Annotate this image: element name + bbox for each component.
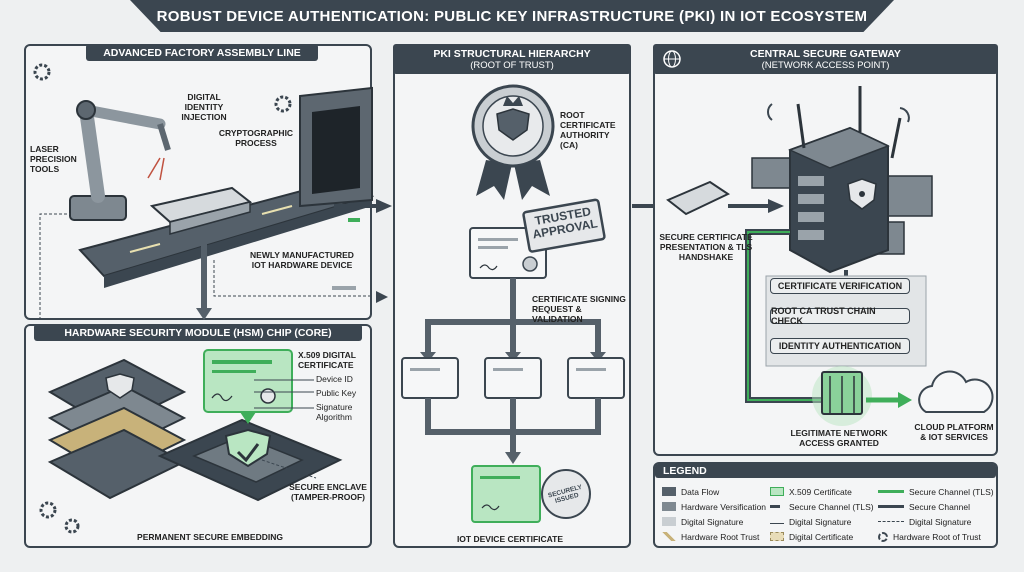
legend-label: Secure Channel (TLS) bbox=[789, 501, 874, 512]
legend-item: Digital Certificate bbox=[770, 529, 880, 544]
gear-icon bbox=[878, 531, 888, 542]
line-icon bbox=[878, 490, 904, 493]
legend-label: Secure Channel (TLS) bbox=[909, 486, 994, 497]
device-cert-icon bbox=[471, 465, 541, 523]
gateway-header: CENTRAL SECURE GATEWAY (NETWORK ACCESS P… bbox=[653, 44, 998, 74]
step-certificate-verification: CERTIFICATE VERIFICATION bbox=[770, 278, 910, 294]
swatch-icon bbox=[662, 517, 676, 526]
legend-item: Digital Signature bbox=[878, 514, 996, 529]
legend-title: LEGEND bbox=[663, 465, 707, 477]
swatch-icon bbox=[770, 532, 784, 541]
cloud-label: CLOUD PLATFORM & IOT SERVICES bbox=[914, 422, 994, 442]
signature-icon bbox=[770, 519, 784, 524]
legend-item: X.509 Certificate bbox=[770, 484, 880, 499]
swatch-icon bbox=[662, 502, 676, 511]
legend-item: Digital Signature bbox=[662, 514, 772, 529]
legend-item: Digital Signature bbox=[770, 514, 880, 529]
wifi-icon bbox=[899, 107, 910, 123]
trusted-stamp bbox=[522, 198, 606, 253]
pki-header: PKI STRUCTURAL HIERARCHY (ROOT OF TRUST) bbox=[393, 44, 631, 74]
legend-header: LEGEND bbox=[655, 464, 996, 478]
step-identity-auth: IDENTITY AUTHENTICATION bbox=[770, 338, 910, 354]
legend-label: Hardware Root Trust bbox=[681, 531, 760, 542]
laser-tools-label: LASER PRECISION TOOLS bbox=[30, 144, 77, 174]
legend-label: Digital Signature bbox=[681, 516, 744, 527]
legend-col-2: X.509 Certificate Secure Channel (TLS) D… bbox=[770, 484, 880, 544]
wifi-icon bbox=[767, 103, 773, 121]
identity-injection-label: DIGITAL IDENTITY INJECTION bbox=[181, 92, 227, 122]
seal-icon bbox=[522, 256, 538, 272]
gear-icon bbox=[64, 518, 80, 534]
step-trust-chain: ROOT CA TRUST CHAIN CHECK bbox=[770, 306, 910, 326]
iot-device-icon bbox=[149, 186, 253, 235]
line-icon bbox=[878, 505, 904, 508]
access-granted-label: LEGITIMATE NETWORK ACCESS GRANTED bbox=[790, 428, 888, 448]
page-title: ROBUST DEVICE AUTHENTICATION: PUBLIC KEY… bbox=[130, 0, 894, 32]
legend-label: Data Flow bbox=[681, 486, 720, 497]
hsm-header: HARDWARE SECURITY MODULE (HSM) CHIP (COR… bbox=[34, 324, 362, 341]
legend-item: Hardware Root of Trust bbox=[878, 529, 996, 544]
legend-item: Secure Channel (TLS) bbox=[878, 484, 996, 499]
gear-icon bbox=[33, 63, 51, 81]
crown-icon bbox=[503, 96, 523, 106]
gateway-header-line2: (NETWORK ACCESS POINT) bbox=[761, 59, 890, 71]
legend-item: Hardware Versification bbox=[662, 499, 772, 514]
legend-label: X.509 Certificate bbox=[789, 486, 852, 497]
arrow-icon bbox=[770, 505, 784, 508]
legend-label: Hardware Versification bbox=[681, 501, 767, 512]
root-ca-label: ROOT CERTIFICATE AUTHORITY (CA) bbox=[560, 110, 616, 150]
line-icon bbox=[878, 521, 904, 522]
pki-header-line1: PKI STRUCTURAL HIERARCHY bbox=[433, 47, 591, 60]
factory-header: ADVANCED FACTORY ASSEMBLY LINE bbox=[86, 44, 318, 61]
swatch-icon bbox=[662, 487, 676, 496]
device-cert-label: IOT DEVICE CERTIFICATE bbox=[456, 534, 564, 544]
gear-icon bbox=[274, 95, 292, 113]
iot-device-icon bbox=[666, 180, 731, 216]
field-device-id: Device ID bbox=[316, 374, 353, 384]
presentation-label: SECURE CERTIFICATE PRESENTATION & TLS HA… bbox=[659, 232, 753, 262]
secure-embedding-label: PERMANENT SECURE EMBEDDING bbox=[137, 532, 283, 542]
legend-item: Hardware Root Trust bbox=[662, 529, 772, 544]
legend-col-1: Data Flow Hardware Versification Digital… bbox=[662, 484, 772, 544]
x509-title: X.509 DIGITAL CERTIFICATE bbox=[298, 350, 356, 370]
legend-label: Digital Signature bbox=[909, 516, 972, 527]
shield-check-icon bbox=[224, 428, 272, 468]
csr-label: CERTIFICATE SIGNING REQUEST & VALIDATION bbox=[532, 294, 626, 324]
legend-label: Digital Certificate bbox=[789, 531, 854, 542]
legend-item: Secure Channel (TLS) bbox=[770, 499, 880, 514]
shield-icon bbox=[105, 373, 135, 399]
legend-item: Secure Channel bbox=[878, 499, 996, 514]
legend-label: Hardware Root of Trust bbox=[893, 531, 981, 542]
pki-header-line2: (ROOT OF TRUST) bbox=[470, 59, 554, 71]
gear-icon bbox=[39, 501, 57, 519]
key-icon bbox=[662, 532, 676, 541]
secure-enclave-label: SECURE ENCLAVE (TAMPER-PROOF) bbox=[289, 482, 367, 502]
securely-issued-seal-icon bbox=[541, 469, 591, 519]
legend-label: Digital Signature bbox=[789, 516, 852, 527]
certificate-icon bbox=[770, 487, 784, 496]
gateway-header-line1: CENTRAL SECURE GATEWAY bbox=[750, 47, 901, 60]
shield-icon bbox=[496, 108, 530, 141]
device-label: NEWLY MANUFACTURED IOT HARDWARE DEVICE bbox=[250, 250, 354, 270]
field-signature-algorithm: Signature Algorithm bbox=[316, 402, 353, 422]
firewall-left bbox=[751, 157, 793, 189]
legend-label: Secure Channel bbox=[909, 501, 970, 512]
crypto-process-label: CRYPTOGRAPHIC PROCESS bbox=[218, 128, 294, 148]
legend-item: Data Flow bbox=[662, 484, 772, 499]
field-public-key: Public Key bbox=[316, 388, 357, 398]
legend-col-3: Secure Channel (TLS) Secure Channel Digi… bbox=[878, 484, 996, 544]
cloud-icon bbox=[918, 370, 994, 413]
firewall-right bbox=[885, 175, 933, 217]
